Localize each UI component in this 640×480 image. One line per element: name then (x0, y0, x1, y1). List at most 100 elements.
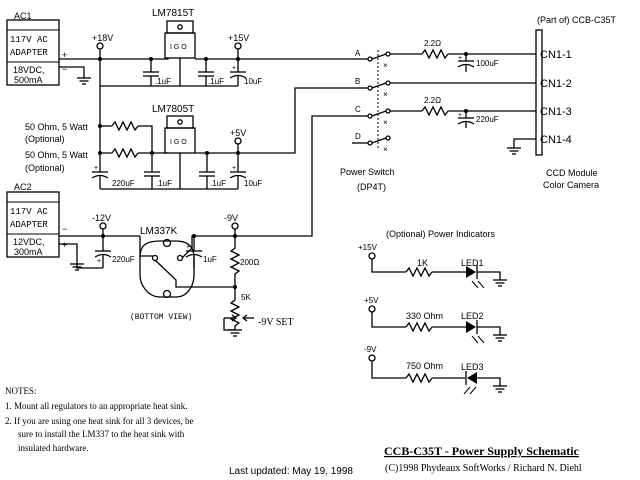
r200-value: 200Ω (240, 258, 259, 267)
ground-icon (493, 334, 507, 342)
ground-icon (507, 147, 521, 155)
u3-bottom-view: (BOTTOM VIEW) (130, 313, 192, 322)
c10-polarity: + (458, 55, 462, 62)
led1-label: LED1 (461, 258, 484, 268)
schematic-title: CCB-C35T - Power Supply Schematic (384, 444, 580, 458)
rail-p18: +18V (92, 33, 113, 43)
c1-value: .1uF (155, 77, 171, 86)
ground-icon (77, 77, 91, 85)
ac2-adapter: AC2 117V AC ADAPTER 12VDC, 300mA − + (6, 182, 67, 258)
c3-polarity: + (232, 65, 236, 72)
camera-title-1: CCD Module (546, 168, 598, 178)
led-rail-p15: +15V (358, 243, 378, 252)
switch-d: D (355, 132, 361, 141)
cap-c4: .1uF (144, 151, 172, 189)
svg-text:×: × (383, 119, 388, 128)
resistor-rf2 (421, 105, 449, 117)
notes-header: NOTES: (5, 386, 37, 396)
camera-module: (Part of) CCB-C35T CN1-1 CN1-2 CN1-3 CN1… (535, 15, 617, 190)
camera-header: (Part of) CCB-C35T (537, 15, 617, 25)
ground-icon (228, 329, 242, 337)
lm7805t-regulator: LM7805T I G O (152, 104, 196, 154)
c3-value: 10uF (244, 77, 262, 86)
ac2-out2: 300mA (14, 247, 43, 257)
switch-label-2: (DP4T) (357, 182, 386, 192)
ac2-minus: − (62, 224, 67, 234)
u1-label: LM7815T (152, 8, 194, 19)
resistor-led2 (405, 321, 433, 333)
r1-label-b: (Optional) (25, 134, 65, 144)
cn1-3: CN1-3 (540, 106, 572, 118)
ground-icon (493, 385, 507, 393)
ac2-plus: + (62, 240, 67, 250)
rf2-value: 2.2Ω (424, 96, 441, 105)
svg-text:×: × (383, 91, 388, 100)
u3-label: LM337K (140, 226, 178, 237)
set-label: -9V SET (258, 317, 294, 328)
led3-label: LED3 (461, 362, 484, 372)
cap-c5: .1uF (199, 151, 226, 189)
resistor-r200: 200Ω (229, 236, 259, 287)
cap-c8: + 220uF (94, 236, 135, 268)
rf1-value: 2.2Ω (424, 39, 441, 48)
led3r-value: 750 Ohm (406, 361, 443, 371)
rail-m12: -12V (92, 213, 111, 223)
ac1-out2: 500mA (14, 75, 43, 85)
cap-c7: + 220uF (91, 153, 135, 189)
led1r-value: 1K (417, 258, 428, 268)
cn1-1: CN1-1 (540, 49, 572, 61)
resistor-rf1 (421, 48, 449, 60)
c7-value: 220uF (112, 179, 135, 188)
rail-p15: +15V (228, 33, 249, 43)
cap-c11: + 220uF (457, 111, 499, 128)
cap-c10: + 100uF (457, 54, 499, 72)
copyright-credit: (C)1998 Phydeaux SoftWorks / Richard N. … (385, 463, 582, 474)
switch-a: A (355, 49, 361, 58)
resistor-led1 (405, 266, 433, 278)
switch-b: B (355, 77, 360, 86)
r1-label-a: 50 Ohm, 5 Watt (25, 122, 88, 132)
u2-label: LM7805T (152, 104, 194, 115)
power-switch[interactable]: A B C D × × × × Power Switch (DP4T) (340, 49, 395, 192)
ac1-line2: ADAPTER (10, 48, 48, 58)
last-updated: Last updated: May 19, 1998 (229, 466, 353, 477)
c9-value: 1uF (203, 255, 217, 264)
cn1-4: CN1-4 (540, 134, 572, 146)
led-rail-p5: +5V (364, 296, 379, 305)
c8-value: 220uF (112, 255, 135, 264)
r5k-value: 5K (241, 293, 251, 302)
ac1-line1: 117V AC (10, 35, 48, 45)
led2-icon (466, 320, 478, 334)
led3-icon (465, 371, 477, 385)
c2-value: .1uF (208, 77, 224, 86)
c9-polarity: + (186, 244, 190, 251)
ac2-tag: AC2 (14, 182, 32, 192)
note-line-3: sure to install the LM337 to the heat si… (18, 429, 185, 439)
notes: NOTES: 1. Mount all regulators to an app… (5, 386, 193, 453)
indicators-title: (Optional) Power Indicators (386, 229, 496, 239)
resistor-r1 (111, 120, 139, 132)
c7-polarity: + (94, 165, 98, 172)
camera-title-2: Color Camera (543, 180, 599, 190)
rail-p5: +5V (230, 128, 246, 138)
c6-polarity: + (232, 165, 236, 172)
cap-c2: .1uF (198, 57, 224, 86)
switch-c: C (355, 105, 361, 114)
rail-m9: -9V (224, 213, 238, 223)
r2-label-a: 50 Ohm, 5 Watt (25, 150, 88, 160)
note-line-4: insulated hardware. (18, 443, 88, 453)
led-rail-m9: -9V (364, 345, 377, 354)
cap-c9: + 1uF (185, 234, 217, 268)
c11-value: 220uF (476, 115, 499, 124)
c11-polarity: + (458, 112, 462, 119)
lm7815t-regulator: LM7815T I G O (152, 8, 196, 59)
svg-text:×: × (383, 146, 388, 155)
ac2-line2: ADAPTER (10, 220, 48, 230)
c8-polarity: + (97, 258, 101, 265)
cn1-2: CN1-2 (540, 78, 572, 90)
ac1-out1: 18VDC, (13, 65, 45, 75)
resistor-led3 (405, 372, 433, 384)
u1-pins: I G O (170, 44, 187, 51)
